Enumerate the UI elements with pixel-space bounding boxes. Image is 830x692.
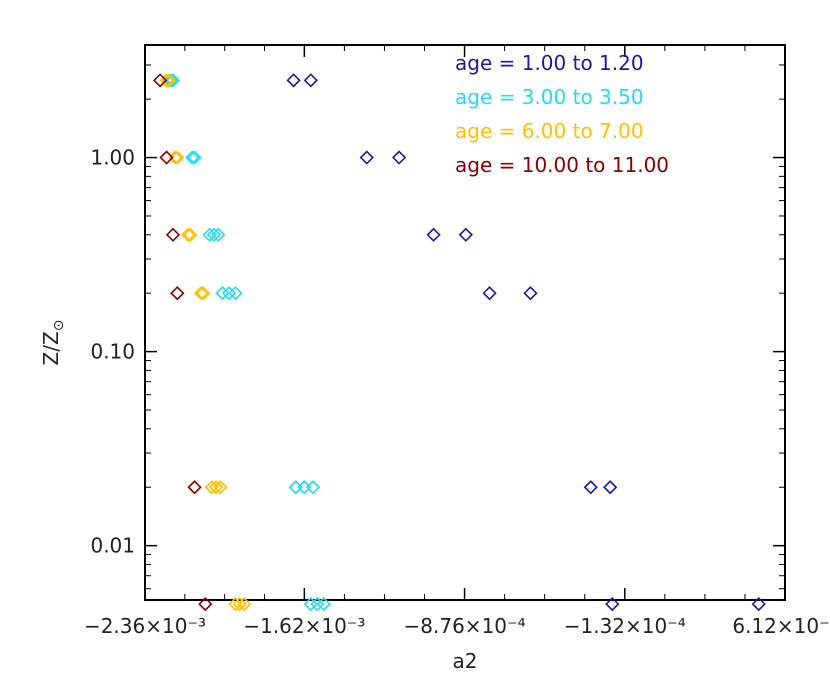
x-tick-label: −1.32×10⁻⁴ — [564, 614, 686, 638]
data-point — [316, 596, 331, 612]
data-point — [183, 227, 198, 242]
y-tick-label: 0.10 — [90, 340, 135, 364]
data-point — [159, 73, 174, 88]
y-axis-ticks: 1.00 0.10 0.01 — [90, 64, 785, 590]
data-point — [187, 480, 202, 495]
data-point — [206, 227, 222, 242]
legend: age = 1.00 to 1.20 age = 3.00 to 3.50 age … — [455, 51, 669, 177]
data-point — [603, 480, 618, 495]
data-point — [232, 596, 247, 612]
data-point — [286, 73, 301, 88]
data-point — [213, 480, 228, 495]
data-point — [165, 227, 181, 242]
legend-entry: age = 3.00 to 3.50 — [455, 85, 644, 109]
data-point — [193, 286, 209, 301]
data-point — [159, 150, 174, 165]
y-axis-label-main: Z/Z — [39, 331, 63, 365]
data-point — [605, 596, 620, 612]
data-point — [185, 150, 200, 165]
y-tick-label: 0.01 — [90, 534, 135, 558]
data-point — [583, 480, 598, 495]
data-point — [482, 286, 497, 301]
data-point — [196, 286, 211, 301]
legend-entry: age = 10.00 to 11.00 — [455, 153, 669, 177]
data-point — [228, 286, 243, 301]
x-tick-label: −8.76×10⁻⁴ — [404, 614, 526, 638]
y-axis-label-subscript: ⊙ — [51, 320, 67, 332]
legend-entry: age = 1.00 to 1.20 — [455, 51, 644, 75]
data-point — [310, 596, 325, 612]
data-point — [180, 227, 196, 242]
data-point — [458, 227, 473, 242]
data-point — [426, 227, 441, 242]
x-axis-label: a2 — [453, 649, 478, 673]
x-axis-ticks: −2.36×10⁻³ −1.62×10⁻³ −8.76×10⁻⁴ −1.32×10⁻⁴… — [84, 45, 830, 638]
data-point — [297, 480, 312, 495]
x-tick-label: 6.12×10⁻⁴ — [732, 614, 830, 638]
data-point — [221, 286, 237, 301]
data-point — [215, 286, 230, 301]
data-point — [359, 150, 374, 165]
data-point — [163, 73, 178, 88]
data-point — [211, 227, 226, 242]
data-point — [303, 596, 318, 612]
data-point — [204, 480, 219, 495]
data-point — [288, 480, 303, 495]
data-points — [152, 73, 766, 612]
legend-entry: age = 6.00 to 7.00 — [455, 119, 644, 143]
data-point — [165, 73, 181, 88]
y-axis-label: Z/Z⊙ — [39, 320, 67, 366]
data-point — [391, 150, 407, 165]
data-point — [198, 596, 213, 612]
data-point — [751, 596, 766, 612]
data-point — [208, 480, 224, 495]
data-point — [305, 480, 321, 495]
data-point — [202, 227, 217, 242]
y-tick-label: 1.00 — [90, 146, 135, 170]
data-point — [303, 73, 318, 88]
data-point — [236, 596, 252, 612]
data-point — [152, 73, 168, 88]
x-tick-label: −2.36×10⁻³ — [84, 614, 206, 638]
data-point — [170, 150, 185, 165]
data-point — [170, 286, 185, 301]
data-point — [523, 286, 538, 301]
data-point — [187, 150, 202, 165]
x-tick-label: −1.62×10⁻³ — [243, 614, 365, 638]
